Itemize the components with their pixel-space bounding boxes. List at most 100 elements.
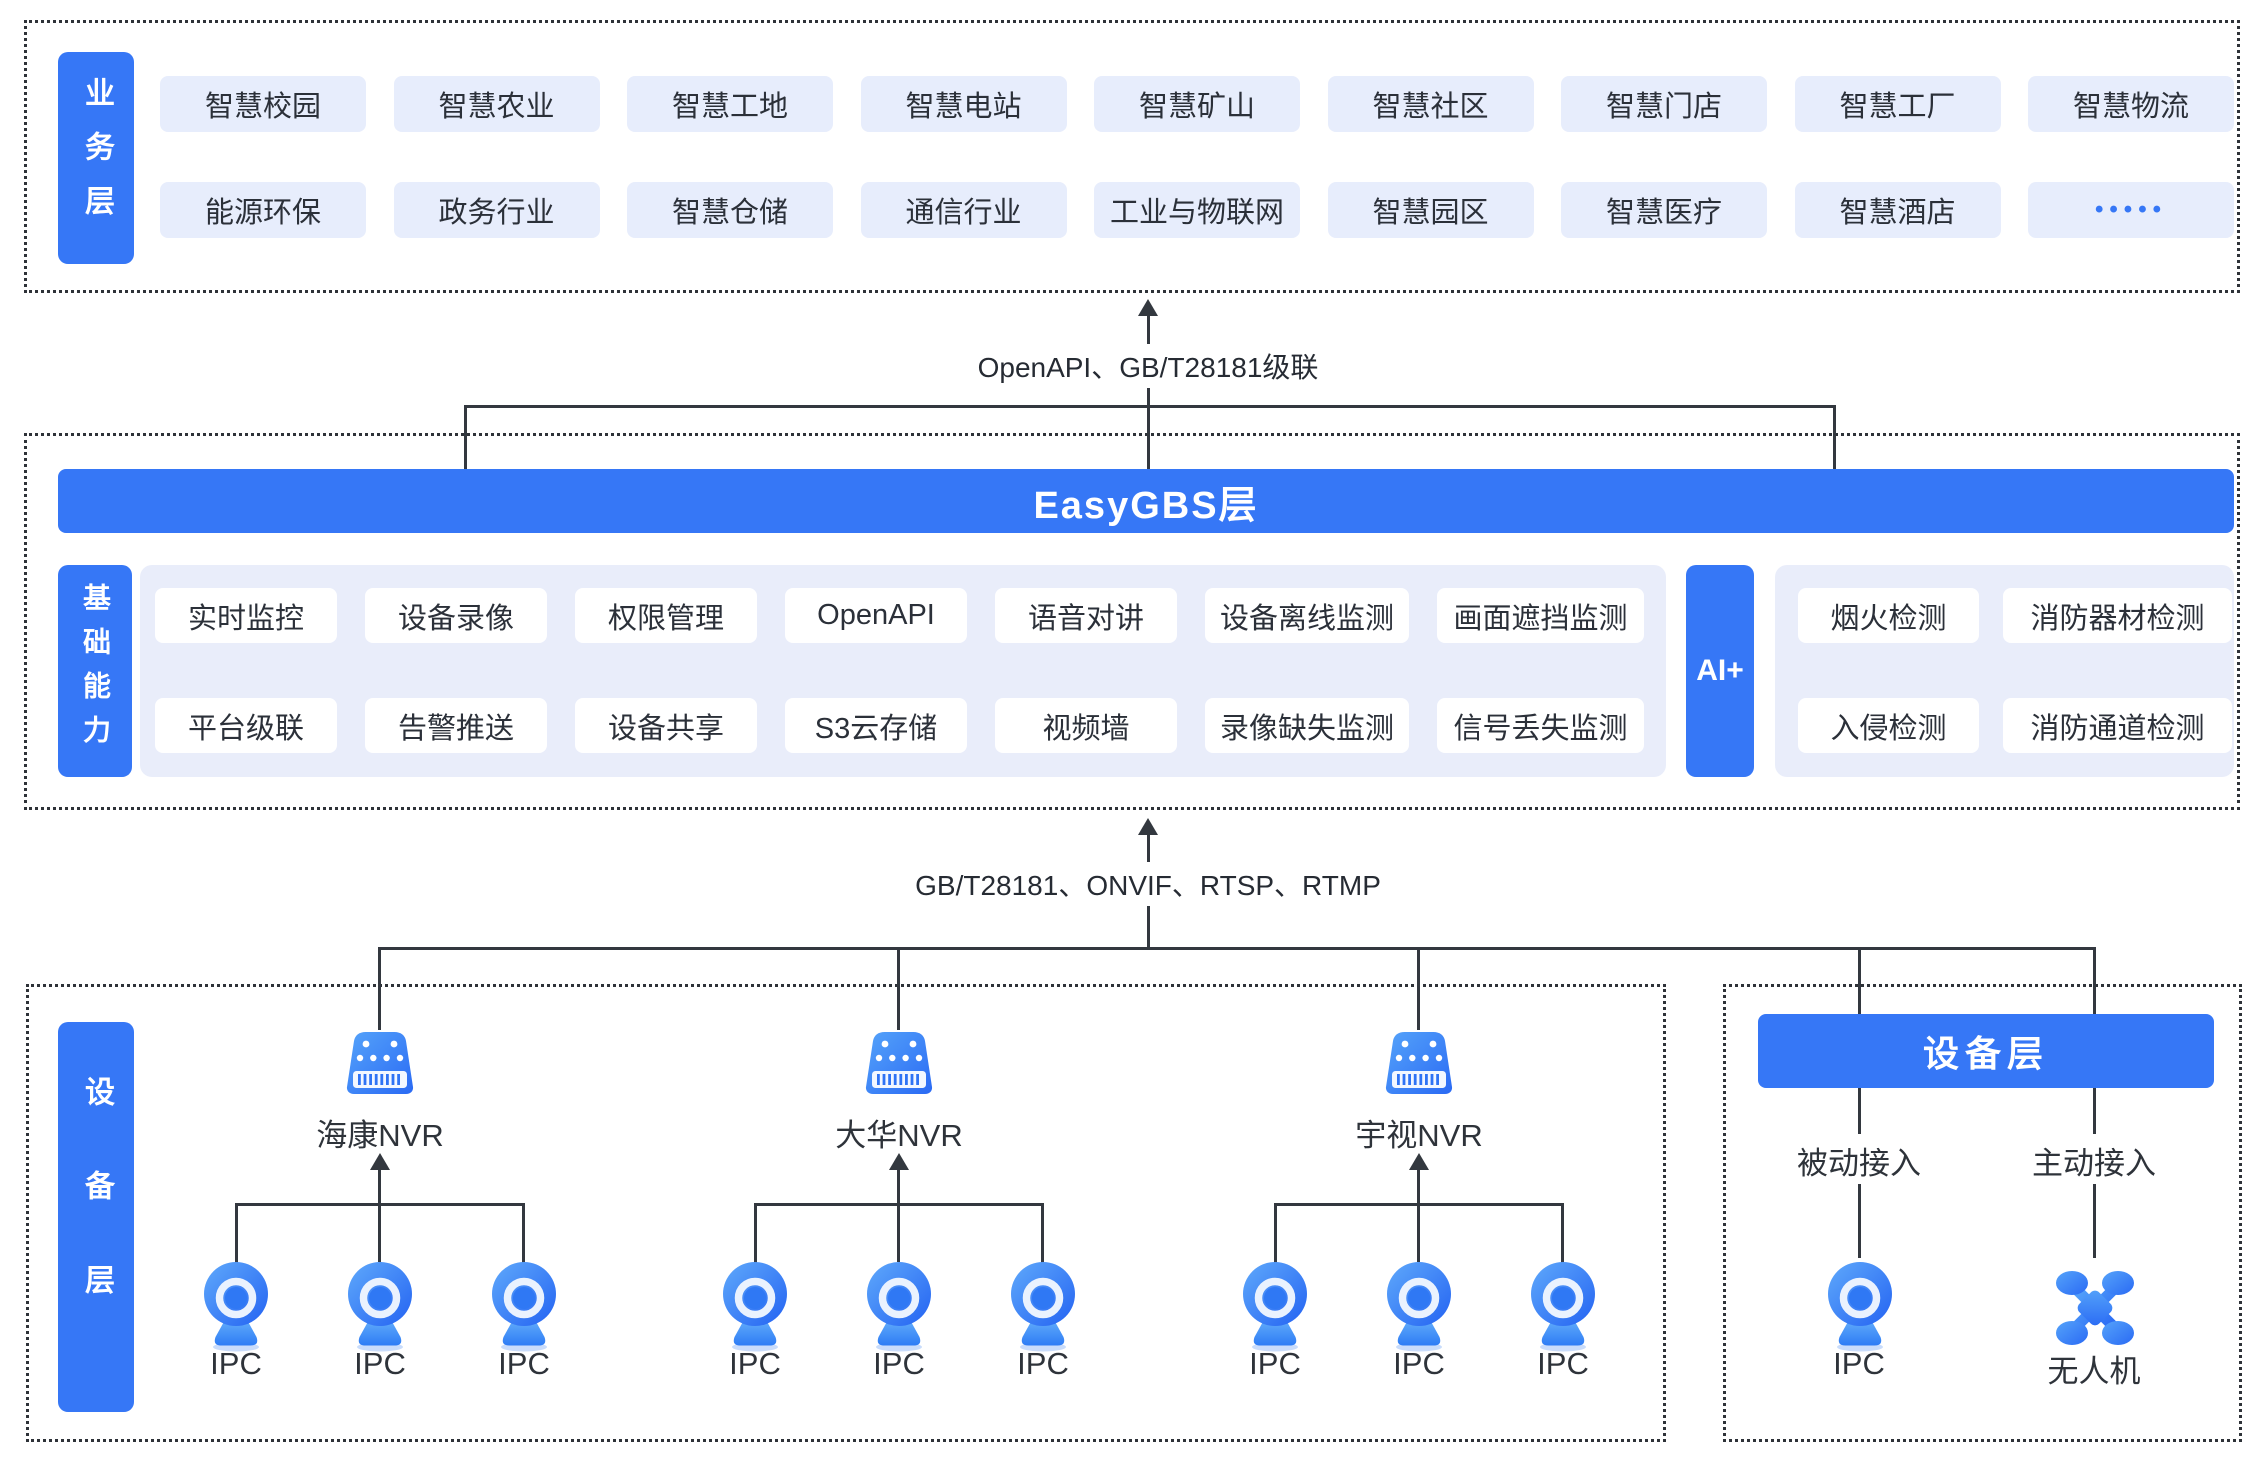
device-layer-right-bar: 设备层 [1758, 1014, 2214, 1088]
ai-plus-label: AI+ [1686, 565, 1754, 777]
business-tile: 智慧门店 [1561, 76, 1767, 132]
business-tile: 智慧农业 [393, 76, 600, 132]
business-tile: 智慧电站 [860, 76, 1067, 132]
ipc-camera-icon [1385, 1260, 1453, 1357]
capability-tile: 设备录像 [365, 588, 547, 643]
business-layer-box [24, 20, 2240, 293]
ipc-label: IPC [1249, 1346, 1301, 1381]
business-tile: 政务行业 [393, 182, 600, 238]
connector-stem [1147, 314, 1150, 471]
business-tile: 工业与物联网 [1094, 182, 1300, 238]
ipc-bracket [754, 1203, 1044, 1206]
ipc-label: IPC [873, 1346, 925, 1381]
ai-tile: 消防器材检测 [2003, 588, 2232, 643]
ai-tile: 消防通道检测 [2003, 698, 2232, 753]
ipc-camera-icon [1826, 1260, 1894, 1357]
drop-line [754, 1203, 757, 1263]
ipc-label: IPC [1393, 1346, 1445, 1381]
device-bracket [380, 947, 2094, 950]
device-layer-box [26, 984, 1666, 1442]
stem-line [897, 947, 900, 1030]
capability-tile: 信号丢失监测 [1437, 698, 1644, 753]
nvr-icon [859, 1028, 939, 1099]
drone-icon [2051, 1264, 2139, 1357]
drop-line [1561, 1203, 1564, 1263]
active-stem-2 [2093, 1184, 2096, 1258]
connector-stub-left [464, 405, 467, 471]
capability-tile: 告警推送 [365, 698, 547, 753]
capability-tile: 视频墙 [995, 698, 1177, 753]
business-row-1: 智慧校园 智慧农业 智慧工地 智慧电站 智慧矿山 智慧社区 智慧门店 智慧工厂 … [160, 76, 2234, 132]
ipc-camera-icon [1529, 1260, 1597, 1357]
stem-line [1417, 1170, 1420, 1262]
drop-line [1041, 1203, 1044, 1263]
business-tile: 智慧物流 [2028, 76, 2234, 132]
ipc-label: IPC [1017, 1346, 1069, 1381]
business-tile: 智慧校园 [160, 76, 366, 132]
ai-tile: 入侵检测 [1798, 698, 1979, 753]
business-tile: 智慧工厂 [1794, 76, 2001, 132]
drop-to-right-active [2093, 947, 2096, 1017]
drop-line [522, 1203, 525, 1263]
capability-tile: 画面遮挡监测 [1437, 588, 1644, 643]
business-tile: 智慧酒店 [1794, 182, 2001, 238]
connector-bracket [464, 405, 1836, 408]
ipc-label: IPC [210, 1346, 262, 1381]
business-tile: 能源环保 [160, 182, 366, 238]
ipc-camera-icon [346, 1260, 414, 1357]
easygbs-layer-box [24, 433, 2240, 810]
active-access-label: 主动接入 [2032, 1146, 2156, 1181]
ai-row-2: 入侵检测 消防通道检测 [1798, 698, 2232, 753]
nvr-group-hikvision: 海康NVR [204, 947, 556, 1409]
stem-line [897, 1170, 900, 1262]
nvr-group-uniview: 宇视NVR [1243, 947, 1595, 1409]
drone-label: 无人机 [2047, 1354, 2141, 1389]
drop-to-right-passive [1858, 947, 1861, 1017]
capability-row-1: 实时监控 设备录像 权限管理 OpenAPI 语音对讲 设备离线监测 画面遮挡监… [155, 588, 1644, 643]
capability-tile: 实时监控 [155, 588, 337, 643]
passive-access-label: 被动接入 [1797, 1146, 1921, 1181]
connector-stub-right [1833, 405, 1836, 471]
business-layer-label: 业务层 [58, 52, 134, 264]
capability-tile: OpenAPI [785, 588, 967, 643]
ipc-camera-icon [490, 1260, 558, 1357]
drop-line [1274, 1203, 1277, 1263]
stem-line [378, 1170, 381, 1262]
more-dots-tile: ••••• [2028, 182, 2234, 238]
capability-tile: 设备离线监测 [1205, 588, 1409, 643]
business-tile: 智慧社区 [1327, 76, 1534, 132]
device-layer-right-box [1723, 984, 2242, 1442]
ipc-camera-icon [721, 1260, 789, 1357]
business-tile: 智慧工地 [627, 76, 833, 132]
passive-stem [1858, 1088, 1861, 1134]
ipc-camera-icon [202, 1260, 270, 1357]
drop-line [235, 1203, 238, 1263]
nvr-label: 海康NVR [316, 1118, 444, 1153]
business-tile: 智慧矿山 [1094, 76, 1300, 132]
ipc-bracket [235, 1203, 525, 1206]
stem-line [378, 947, 381, 1030]
ipc-label: IPC [1537, 1346, 1589, 1381]
capability-tile: 权限管理 [575, 588, 757, 643]
ipc-label: IPC [354, 1346, 406, 1381]
ipc-bracket [1274, 1203, 1564, 1206]
nvr-group-dahua: 大华NVR [723, 947, 1075, 1409]
business-tile: 智慧仓储 [627, 182, 833, 238]
capability-tile: 平台级联 [155, 698, 337, 753]
ipc-camera-icon [865, 1260, 933, 1357]
business-tile: 智慧医疗 [1561, 182, 1767, 238]
ipc-label: IPC [1833, 1346, 1885, 1381]
ai-row-1: 烟火检测 消防器材检测 [1798, 588, 2232, 643]
arrow-up-to-nvr [370, 1153, 390, 1170]
device-layer-label: 设备层 [58, 1022, 134, 1412]
easygbs-bar: EasyGBS层 [58, 469, 2234, 533]
arrow-up-to-nvr [889, 1153, 909, 1170]
ai-tile: 烟火检测 [1798, 588, 1979, 643]
capability-tile: S3云存储 [785, 698, 967, 753]
nvr-icon [1379, 1028, 1459, 1099]
nvr-label: 大华NVR [835, 1118, 963, 1153]
link-label-mid: GB/T28181、ONVIF、RTSP、RTMP [899, 862, 1397, 906]
ipc-camera-icon [1009, 1260, 1077, 1357]
ipc-label: IPC [729, 1346, 781, 1381]
